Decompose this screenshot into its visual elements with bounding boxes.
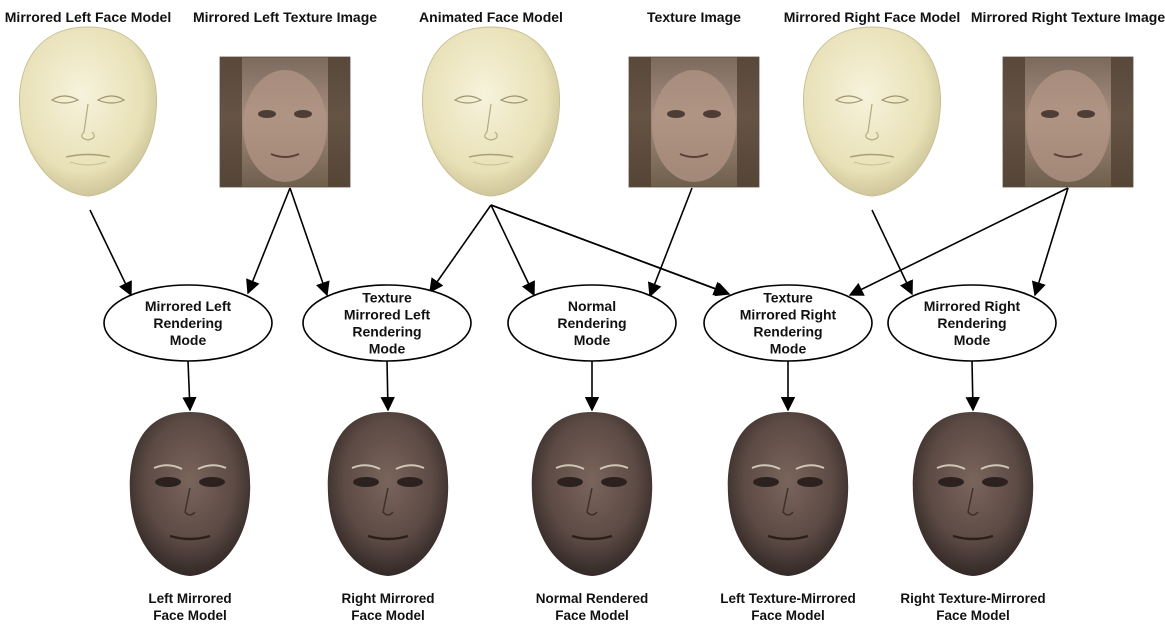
edge-mirrored-left-texture-image-to-texture-mirrored-left-rendering-mode bbox=[289, 187, 330, 297]
mode-ellipse bbox=[887, 284, 1057, 362]
animated-face-model-label: Animated Face Model bbox=[419, 9, 563, 25]
rendered-face-icon bbox=[912, 412, 1034, 576]
edge-texture-image-to-normal-rendering-mode bbox=[647, 187, 693, 298]
mirrored-left-rendering-mode-label-line: Rendering bbox=[153, 315, 222, 331]
mode-layer: Mirrored LeftRenderingModeTextureMirrore… bbox=[103, 284, 1057, 362]
mode-ellipse bbox=[507, 284, 677, 362]
mirrored-right-face-model-label: Mirrored Right Face Model bbox=[784, 9, 961, 25]
left-mirrored-face-model-label-line: Face Model bbox=[153, 608, 227, 623]
rendered-face-icon bbox=[727, 412, 849, 576]
face-mesh-icon bbox=[421, 26, 561, 197]
texture-mirrored-left-rendering-mode-label-line: Rendering bbox=[352, 324, 421, 340]
normal-rendering-mode-label-line: Rendering bbox=[557, 315, 626, 331]
texture-mirrored-right-rendering-mode-label-line: Texture bbox=[763, 290, 813, 306]
normal-rendered-face-model-label-line: Normal Rendered bbox=[536, 591, 649, 606]
texture-mirrored-right-rendering-mode-label-line: Rendering bbox=[753, 324, 822, 340]
mirrored-left-face-model: Mirrored Left Face Model bbox=[5, 9, 171, 197]
mode-ellipse bbox=[103, 284, 273, 362]
mirrored-right-rendering-mode-label-line: Rendering bbox=[937, 315, 1006, 331]
mirrored-left-texture-image-label: Mirrored Left Texture Image bbox=[193, 9, 377, 25]
mirrored-left-texture-image: Mirrored Left Texture Image bbox=[193, 9, 377, 188]
texture-mirrored-left-rendering-mode-label-line: Mirrored Left bbox=[344, 307, 431, 323]
mirrored-left-rendering-mode-label-line: Mirrored Left bbox=[145, 298, 232, 314]
mirrored-right-face-model: Mirrored Right Face Model bbox=[784, 9, 961, 197]
edge-mirrored-left-texture-image-to-mirrored-left-rendering-mode bbox=[246, 187, 291, 295]
rendered-face-icon bbox=[531, 412, 653, 576]
texture-mirrored-right-rendering-mode-label-line: Mode bbox=[770, 341, 807, 357]
mode-ellipse bbox=[703, 284, 873, 362]
edge-mirrored-right-texture-image-to-mirrored-right-rendering-mode bbox=[1031, 187, 1069, 297]
edge-texture-mirrored-left-rendering-mode-to-right-mirrored-face-model bbox=[380, 360, 395, 412]
texture-image-label: Texture Image bbox=[647, 9, 741, 25]
right-texture-mirrored-face-model-label-line: Face Model bbox=[936, 608, 1010, 623]
edge-layer bbox=[89, 187, 1069, 412]
texture-image-thumbnail bbox=[628, 56, 760, 188]
face-mesh-icon bbox=[802, 26, 942, 197]
mirrored-right-rendering-mode-label-line: Mirrored Right bbox=[924, 298, 1021, 314]
normal-rendered-face-model-label-line: Face Model bbox=[555, 608, 629, 623]
mirrored-right-texture-image: Mirrored Right Texture Image bbox=[971, 9, 1165, 188]
edge-mirrored-right-face-model-to-mirrored-right-rendering-mode bbox=[871, 209, 913, 296]
texture-image-thumbnail bbox=[1002, 56, 1134, 188]
texture-image: Texture Image bbox=[628, 9, 760, 188]
face-mesh-icon bbox=[18, 26, 158, 197]
edge-mirrored-right-texture-image-to-texture-mirrored-right-rendering-mode bbox=[848, 187, 1069, 296]
rendered-face-icon bbox=[327, 412, 449, 576]
mode-ellipse bbox=[302, 284, 472, 362]
edge-animated-face-model-to-mirrored-right-rendering-mode bbox=[490, 204, 731, 297]
edge-animated-face-model-to-texture-mirrored-left-rendering-mode bbox=[429, 204, 492, 294]
edge-animated-face-model-to-normal-rendering-mode bbox=[490, 204, 535, 297]
texture-mirrored-left-rendering-mode-label-line: Texture bbox=[362, 290, 412, 306]
mirrored-left-face-model-label: Mirrored Left Face Model bbox=[5, 9, 171, 25]
animated-face-model: Animated Face Model bbox=[419, 9, 563, 197]
rendered-face-icon bbox=[129, 412, 251, 576]
mirrored-right-texture-image-label: Mirrored Right Texture Image bbox=[971, 9, 1165, 25]
right-mirrored-face-model-label-line: Face Model bbox=[351, 608, 425, 623]
normal-rendering-mode-label-line: Mode bbox=[574, 332, 611, 348]
right-mirrored-face-model-label-line: Right Mirrored bbox=[342, 591, 435, 606]
mirrored-left-rendering-mode-label-line: Mode bbox=[170, 332, 207, 348]
texture-mirrored-left-rendering-mode-label-line: Mode bbox=[369, 341, 406, 357]
edge-mirrored-left-rendering-mode-to-left-mirrored-face-model bbox=[182, 360, 197, 412]
mirrored-right-rendering-mode-label-line: Mode bbox=[954, 332, 991, 348]
edge-mirrored-right-rendering-mode-to-right-texture-mirrored-face-model bbox=[965, 360, 980, 412]
edge-mirrored-left-face-model-to-mirrored-left-rendering-mode bbox=[89, 209, 132, 297]
texture-mirrored-right-rendering-mode-label-line: Mirrored Right bbox=[740, 307, 837, 323]
right-texture-mirrored-face-model-label-line: Right Texture-Mirrored bbox=[900, 591, 1045, 606]
texture-image-thumbnail bbox=[219, 56, 351, 188]
left-texture-mirrored-face-model-label-line: Face Model bbox=[751, 608, 825, 623]
normal-rendering-mode-label-line: Normal bbox=[568, 298, 616, 314]
input-layer: Mirrored Left Face Model Mirrored Left Te… bbox=[5, 9, 1165, 197]
left-mirrored-face-model-label-line: Left Mirrored bbox=[148, 591, 231, 606]
left-texture-mirrored-face-model-label-line: Left Texture-Mirrored bbox=[720, 591, 856, 606]
